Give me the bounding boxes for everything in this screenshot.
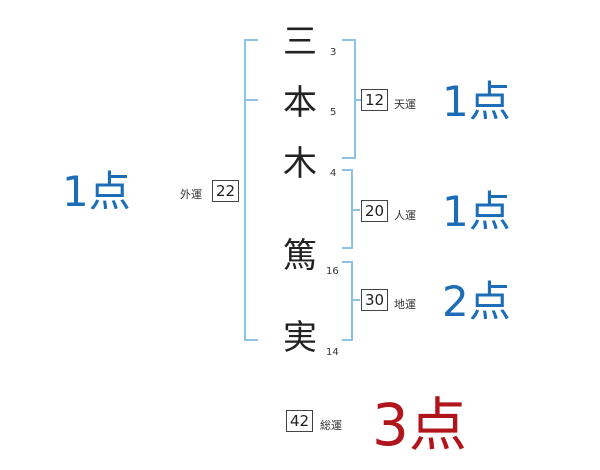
name-char-5: 実	[283, 318, 317, 358]
name-char-1: 三	[283, 22, 317, 62]
earth-bracket	[342, 261, 353, 341]
outer-bracket	[244, 39, 258, 341]
chiun-value: 30	[361, 289, 389, 311]
chiun-label: 地運	[394, 298, 416, 311]
stroke-count-4: 16	[326, 266, 339, 277]
souun-value: 42	[286, 410, 314, 432]
jinun-label: 人運	[394, 209, 416, 222]
stroke-count-3: 4	[330, 168, 337, 179]
stroke-count-5: 14	[326, 347, 339, 358]
gaiun-score: 1点	[62, 167, 131, 216]
jinun-value: 20	[361, 200, 389, 222]
tenun-score: 1点	[442, 77, 511, 126]
name-char-4: 篤	[283, 236, 317, 276]
stroke-count-2: 5	[330, 107, 337, 118]
tenun-value: 12	[361, 89, 389, 111]
stroke-count-1: 3	[330, 47, 337, 58]
gaiun-value: 22	[212, 180, 240, 202]
name-char-3: 木	[283, 144, 317, 184]
jinun-score: 1点	[442, 187, 511, 236]
chiun-score: 2点	[442, 277, 511, 326]
souun-label: 総運	[320, 419, 342, 432]
heaven-bracket	[342, 39, 356, 159]
tenun-label: 天運	[394, 98, 416, 111]
person-bracket	[342, 169, 353, 249]
name-char-2: 本	[283, 83, 317, 123]
gaiun-label: 外運	[180, 188, 202, 201]
souun-score: 3点	[372, 391, 467, 459]
